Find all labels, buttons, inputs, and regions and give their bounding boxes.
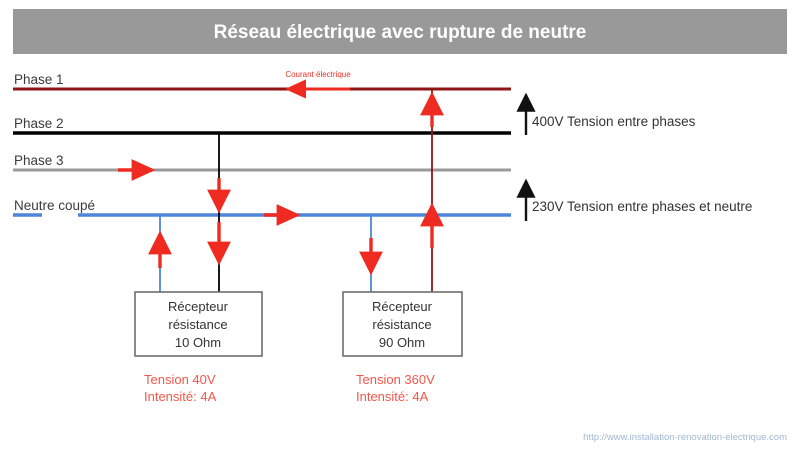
- current-flow-label: Courant électrique: [285, 70, 351, 79]
- page-title: Réseau électrique avec rupture de neutre: [214, 22, 587, 43]
- receiver-right-current-note: Intensité: 4A: [356, 389, 429, 404]
- voltage-label-400v: 400V Tension entre phases: [532, 114, 696, 129]
- header-bar: [13, 9, 787, 54]
- receiver-left-current-note: Intensité: 4A: [144, 389, 217, 404]
- source-url: http://www.installation-renovation-elect…: [583, 432, 787, 443]
- receiver-right-box: [342, 291, 463, 357]
- receiver-left-line2: résistance: [168, 317, 227, 332]
- receiver-right-line2: résistance: [372, 317, 431, 332]
- bus-label-phase2: Phase 2: [14, 116, 64, 131]
- receiver-right-line1: Récepteur: [372, 299, 433, 314]
- receiver-left-line3: 10 Ohm: [175, 335, 221, 350]
- bus-label-phase3: Phase 3: [14, 153, 64, 168]
- bus-label-phase1: Phase 1: [14, 72, 64, 87]
- receiver-left-box: [134, 291, 263, 357]
- bus-label-neutre: Neutre coupé: [14, 198, 95, 213]
- receiver-left-voltage-note: Tension 40V: [144, 372, 216, 387]
- voltage-label-230v: 230V Tension entre phases et neutre: [532, 199, 752, 214]
- receiver-right-line3: 90 Ohm: [379, 335, 425, 350]
- receiver-right-voltage-note: Tension 360V: [356, 372, 435, 387]
- receiver-left-line1: Récepteur: [168, 299, 229, 314]
